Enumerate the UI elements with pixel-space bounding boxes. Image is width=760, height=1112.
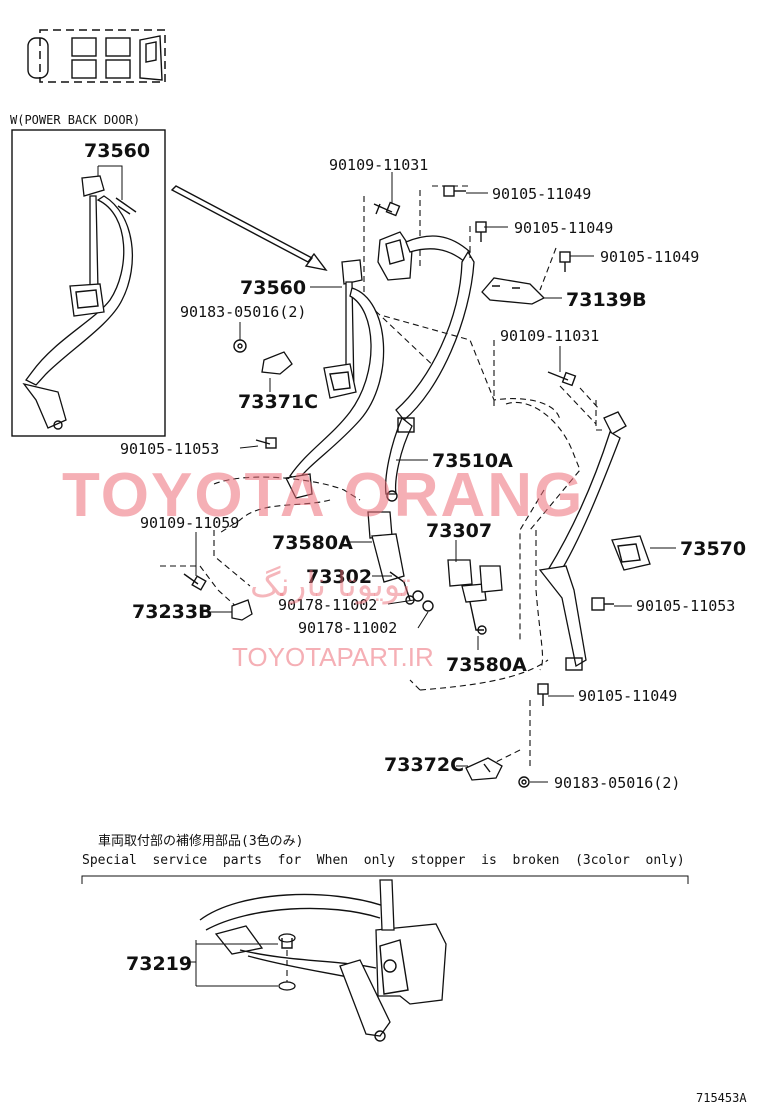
body-outline bbox=[160, 315, 597, 691]
bolt-icon bbox=[443, 185, 466, 197]
inset-box bbox=[11, 129, 166, 437]
service-note-japanese: 車両取付部の補修用部品(3色のみ) bbox=[98, 833, 303, 849]
watermark-persian: تویوتا نارنگ bbox=[250, 565, 411, 605]
label-73371C: 73371C bbox=[238, 391, 318, 413]
inset-part-label: 73560 bbox=[84, 140, 150, 162]
nut-icon bbox=[422, 600, 434, 612]
view-arrow bbox=[170, 185, 328, 272]
label-73570: 73570 bbox=[680, 538, 746, 560]
label-90105-11053-right: 90105-11053 bbox=[636, 597, 735, 615]
washer-icon bbox=[233, 339, 247, 353]
label-73580A-left: 73580A bbox=[272, 532, 353, 554]
label-90183-05016-a: 90183-05016(2) bbox=[180, 303, 306, 321]
retractor-73510A bbox=[363, 190, 475, 502]
bolt-icon bbox=[255, 437, 277, 449]
label-73233B: 73233B bbox=[132, 601, 213, 623]
label-90183-05016-b: 90183-05016(2) bbox=[554, 774, 680, 792]
label-90178-11002-b: 90178-11002 bbox=[298, 619, 397, 637]
bolt-icon bbox=[475, 221, 487, 242]
inset-seat-belt bbox=[22, 165, 137, 430]
label-90105-11053-left: 90105-11053 bbox=[120, 440, 219, 458]
washer-icon bbox=[518, 776, 530, 788]
label-73372C: 73372C bbox=[384, 754, 464, 776]
stopper-73371C bbox=[261, 351, 293, 375]
shoulder-belt-73560 bbox=[285, 259, 385, 499]
label-73219: 73219 bbox=[126, 953, 192, 975]
bolt-icon bbox=[547, 371, 577, 387]
service-note-english: Special service parts for When only stop… bbox=[82, 853, 685, 868]
buckle-73307 bbox=[447, 559, 503, 635]
label-90105-11049-c: 90105-11049 bbox=[600, 248, 699, 266]
label-73580A-right: 73580A bbox=[446, 654, 527, 676]
label-90105-11049-b: 90105-11049 bbox=[514, 219, 613, 237]
label-90105-11049-a: 90105-11049 bbox=[492, 185, 591, 203]
bolt-icon bbox=[537, 683, 549, 706]
3-row-seat-icon bbox=[27, 29, 166, 83]
label-90109-11031-top: 90109-11031 bbox=[329, 156, 428, 174]
figure-id: 715453A bbox=[696, 1091, 747, 1105]
shoulder-belt-73570 bbox=[538, 387, 651, 671]
bolt-icon bbox=[373, 201, 401, 217]
bolt-icon bbox=[183, 573, 207, 591]
label-73139B: 73139B bbox=[566, 289, 647, 311]
label-73302: 73302 bbox=[306, 566, 372, 588]
label-73560: 73560 bbox=[240, 277, 306, 299]
label-90105-11049-d: 90105-11049 bbox=[578, 687, 677, 705]
stopper-73372C bbox=[465, 757, 503, 781]
service-bracket bbox=[81, 875, 689, 884]
stopper-detail-73219 bbox=[190, 879, 447, 1042]
label-73307: 73307 bbox=[426, 520, 492, 542]
nut-icon bbox=[412, 590, 424, 602]
bolt-icon bbox=[591, 597, 614, 611]
label-90178-11002-a: 90178-11002 bbox=[278, 596, 377, 614]
label-90109-11059: 90109-11059 bbox=[140, 514, 239, 532]
bracket-73139B bbox=[481, 277, 546, 305]
label-90109-11031-right: 90109-11031 bbox=[500, 327, 599, 345]
inset-title: W(POWER BACK DOOR) bbox=[10, 113, 140, 127]
label-73510A: 73510A bbox=[432, 450, 513, 472]
buckle-73580A-left bbox=[367, 511, 415, 605]
bolt-icon bbox=[559, 251, 571, 272]
cover-73233B bbox=[231, 599, 253, 621]
leader-lines bbox=[195, 172, 676, 783]
watermark-main: TOYOTA ORANG bbox=[62, 461, 584, 530]
watermark-url: TOYOTAPART.IR bbox=[232, 642, 434, 672]
